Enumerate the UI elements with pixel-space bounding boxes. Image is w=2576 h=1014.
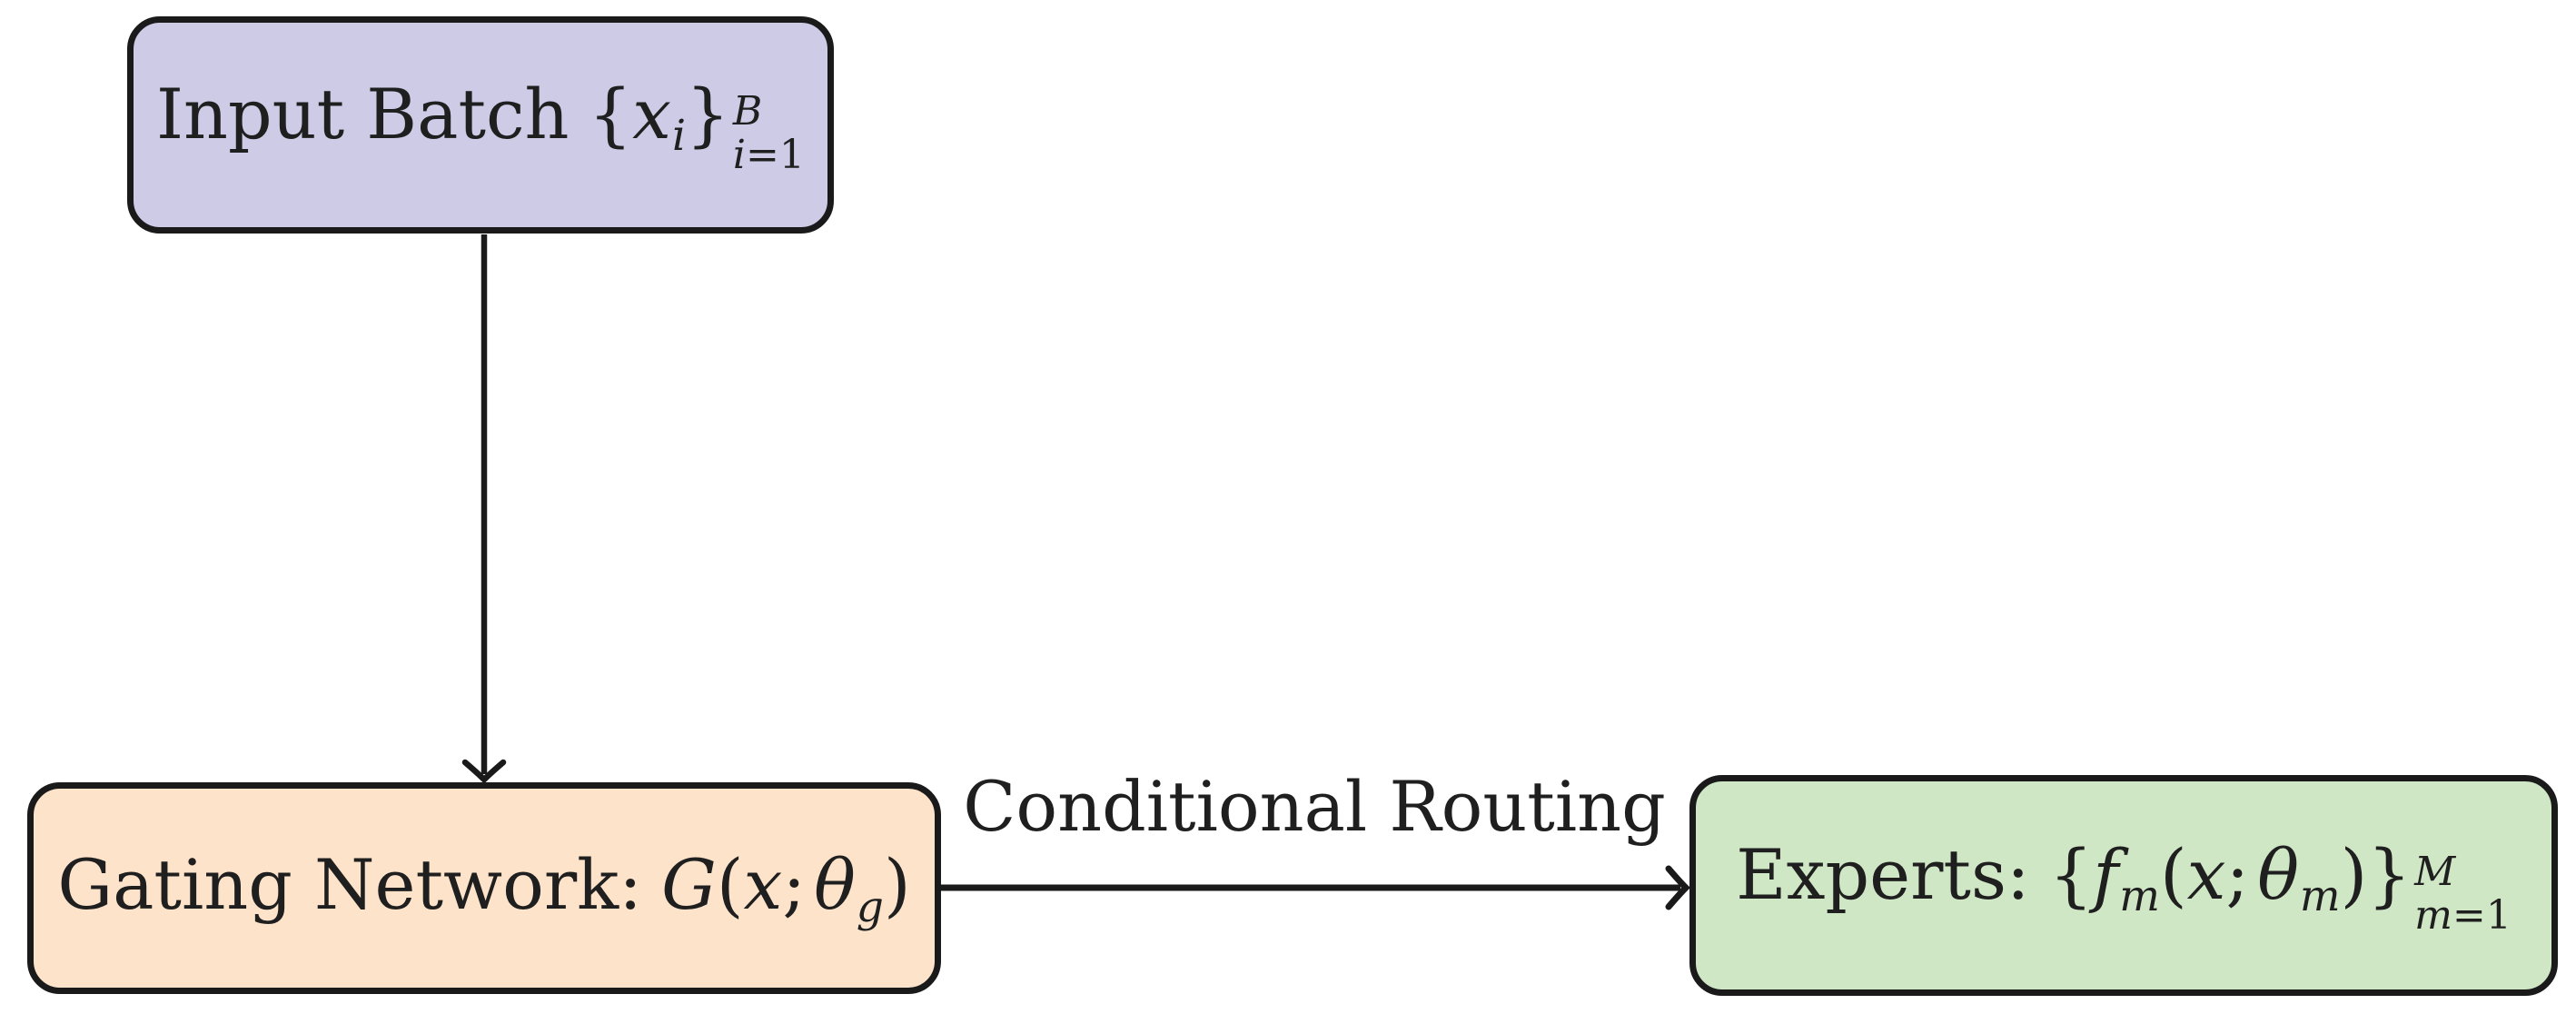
theta: θ: [2257, 833, 2299, 915]
separator-semicolon: ;: [2225, 833, 2250, 915]
close-paren: ): [2340, 833, 2368, 915]
open-brace: {: [588, 73, 633, 154]
theta-subscript-m: m: [2299, 870, 2341, 921]
gating-network-math: G(x;θg): [661, 844, 911, 931]
func-G: G: [661, 844, 717, 926]
node-gating-network: Gating Network:G(x;θg): [27, 782, 941, 994]
var-x: x: [632, 73, 671, 154]
subscript-var: i: [732, 131, 746, 178]
superscript-M: M: [2414, 849, 2456, 896]
arrow-gating-to-experts: [941, 865, 1690, 910]
close-brace: }: [2367, 833, 2412, 915]
open-paren: (: [2159, 833, 2187, 915]
subscript-i-eq-1: i=1: [732, 131, 805, 178]
subscript-rest: =1: [746, 131, 805, 178]
arrow-right-head-icon: [1665, 865, 1690, 910]
arrow-input-to-gating: [461, 234, 507, 784]
theta-subscript-g: g: [856, 881, 884, 932]
close-paren: ): [883, 844, 911, 926]
open-brace: {: [2048, 833, 2094, 915]
func-f: f: [2093, 833, 2119, 915]
var-x: x: [2186, 833, 2226, 915]
subscript-var: m: [2414, 891, 2452, 939]
gating-network-text: Gating Network:: [57, 844, 642, 926]
subscript-rest: =1: [2452, 891, 2512, 939]
subscript-m-eq-1: m=1: [2414, 891, 2512, 939]
theta: θ: [814, 844, 856, 926]
close-brace: }: [686, 73, 730, 154]
arrow-down-head-icon: [461, 759, 507, 784]
node-gating-network-label: Gating Network:G(x;θg): [57, 844, 910, 931]
var-x-subscript: i: [671, 110, 687, 161]
superscript-B: B: [732, 88, 763, 135]
edge-label-conditional-routing: Conditional Routing: [963, 766, 1666, 847]
experts-text: Experts:: [1736, 833, 2030, 915]
input-batch-text: Input Batch: [156, 73, 570, 154]
open-paren: (: [716, 844, 744, 926]
func-f-subscript-m: m: [2119, 870, 2160, 921]
separator-semicolon: ;: [782, 844, 806, 926]
var-x: x: [743, 844, 783, 926]
